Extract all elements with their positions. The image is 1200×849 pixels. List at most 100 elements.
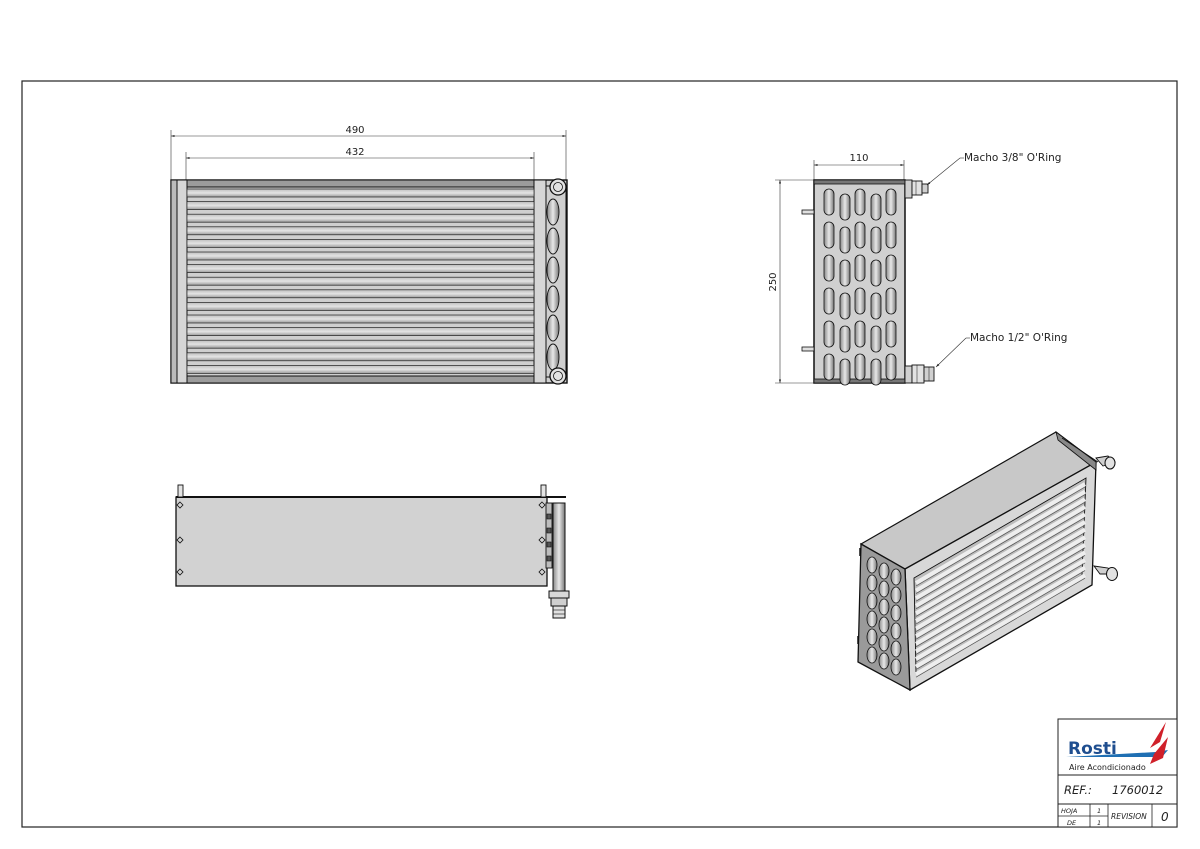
side-tube-bend bbox=[823, 353, 835, 381]
logo-subtitle: Aire Acondicionado bbox=[1069, 763, 1146, 772]
side-tube-bend bbox=[870, 292, 882, 320]
front-return-bend bbox=[546, 256, 560, 284]
title-block: Rosti Aire Acondicionado REF.: 1760012 H… bbox=[1057, 718, 1178, 828]
iso-return-bend bbox=[878, 616, 890, 634]
front-return-bends bbox=[546, 198, 560, 371]
iso-return-bend bbox=[890, 640, 902, 658]
iso-return-bend bbox=[866, 646, 878, 664]
side-tube-bend bbox=[885, 353, 897, 381]
side-bottom-connection bbox=[904, 364, 935, 384]
iso-tube bbox=[914, 565, 1087, 669]
side-tube-bend bbox=[854, 353, 866, 381]
iso-return-bend bbox=[878, 598, 890, 616]
dimension-250-label: 250 bbox=[768, 272, 779, 291]
dimension-110: 110 bbox=[813, 153, 905, 180]
dimension-432-label: 432 bbox=[345, 147, 364, 158]
side-tube-bend bbox=[823, 221, 835, 249]
iso-return-bend bbox=[866, 592, 878, 610]
iso-tube bbox=[914, 527, 1087, 631]
front-tube bbox=[186, 239, 535, 248]
front-tube bbox=[186, 276, 535, 286]
front-tube bbox=[186, 289, 535, 299]
side-tube-bend bbox=[870, 358, 882, 386]
iso-tube bbox=[914, 535, 1087, 638]
front-tube bbox=[186, 352, 535, 362]
front-tube bbox=[186, 365, 535, 374]
sheet-border bbox=[21, 80, 1178, 828]
callout-bottom-connection: Macho 1/2" O'Ring bbox=[970, 332, 1067, 344]
iso-return-bend bbox=[890, 586, 902, 604]
logo-wordmark: Rosti bbox=[1068, 739, 1117, 759]
side-tube-bend bbox=[885, 287, 897, 315]
side-tube-bend bbox=[839, 226, 851, 254]
front-tube bbox=[186, 251, 535, 261]
front-return-bend bbox=[546, 198, 560, 226]
side-tube-bend bbox=[870, 193, 882, 221]
dimension-432: 432 bbox=[185, 147, 535, 180]
revision-value: 0 bbox=[1161, 810, 1169, 824]
side-tube-bend bbox=[885, 188, 897, 216]
side-tube-bend bbox=[823, 254, 835, 282]
iso-tube bbox=[914, 505, 1087, 608]
front-return-bend bbox=[546, 227, 560, 255]
side-tube-bend bbox=[823, 188, 835, 216]
ref-value: 1760012 bbox=[1112, 783, 1163, 797]
side-tube-bend bbox=[854, 254, 866, 282]
iso-return-bend bbox=[878, 652, 890, 670]
front-tube bbox=[186, 226, 535, 236]
iso-tube bbox=[914, 497, 1087, 600]
front-return-bend bbox=[546, 285, 560, 313]
iso-bottom-connection bbox=[1092, 565, 1118, 581]
front-return-bend bbox=[546, 314, 560, 342]
iso-tube bbox=[914, 543, 1087, 646]
iso-return-bend bbox=[878, 580, 890, 598]
side-tube-bend bbox=[854, 221, 866, 249]
side-tube-bend bbox=[854, 320, 866, 348]
iso-return-bend bbox=[890, 658, 902, 676]
iso-return-bend bbox=[866, 628, 878, 646]
top-view bbox=[175, 484, 570, 619]
revision-label: REVISION bbox=[1111, 812, 1147, 821]
side-tube-bend bbox=[839, 259, 851, 287]
iso-return-bend bbox=[878, 634, 890, 652]
iso-tube bbox=[914, 520, 1087, 623]
dimension-490: 490 bbox=[170, 125, 567, 180]
de-value: 1 bbox=[1097, 819, 1101, 827]
front-tube bbox=[186, 314, 535, 324]
front-tubes bbox=[186, 188, 535, 374]
hoja-value: 1 bbox=[1097, 807, 1101, 815]
iso-tube bbox=[914, 550, 1087, 654]
iso-tubes bbox=[914, 482, 1087, 678]
dimension-490-label: 490 bbox=[345, 125, 364, 136]
hoja-label: HOJA bbox=[1061, 807, 1077, 815]
side-tube-bend bbox=[854, 188, 866, 216]
iso-return-bend bbox=[890, 568, 902, 586]
front-view: 490 432 bbox=[170, 125, 568, 385]
front-outlet-connection bbox=[549, 367, 567, 385]
iso-return-bend bbox=[890, 604, 902, 622]
iso-tube bbox=[914, 573, 1087, 676]
callout-top-connection: Macho 3/8" O'Ring bbox=[964, 152, 1061, 164]
side-view: 110 250 bbox=[768, 152, 1067, 386]
iso-tube bbox=[914, 512, 1087, 616]
iso-return-bend bbox=[866, 574, 878, 592]
iso-return-bend bbox=[890, 622, 902, 640]
side-tube-bend bbox=[870, 325, 882, 353]
front-inlet-connection bbox=[549, 178, 567, 196]
dimension-250: 250 bbox=[768, 179, 814, 384]
iso-return-bend bbox=[866, 610, 878, 628]
dimension-110-label: 110 bbox=[849, 153, 868, 164]
side-tube-bend bbox=[839, 193, 851, 221]
side-tube-bend bbox=[870, 259, 882, 287]
side-tube-bend bbox=[839, 325, 851, 353]
side-tube-bend bbox=[870, 226, 882, 254]
side-tube-bend bbox=[885, 254, 897, 282]
rosti-logo: Rosti Aire Acondicionado bbox=[1066, 722, 1168, 772]
front-tube bbox=[186, 201, 535, 210]
iso-tube bbox=[914, 482, 1087, 585]
side-tube-bend bbox=[854, 287, 866, 315]
front-tube bbox=[186, 327, 535, 336]
side-tube-bend bbox=[823, 320, 835, 348]
iso-tube bbox=[914, 558, 1087, 661]
